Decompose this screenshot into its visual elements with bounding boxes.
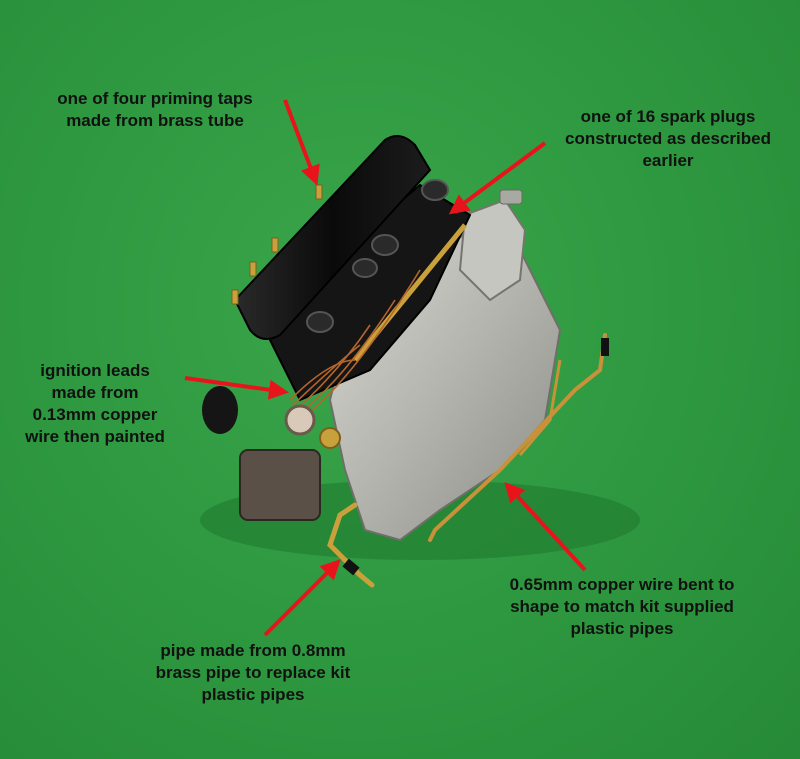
label-line: made from brass tube [66,111,244,130]
label-spark-plugs: one of 16 spark plugs constructed as des… [548,106,788,172]
label-ignition-leads: ignition leads made from 0.13mm copper w… [10,360,180,448]
label-line: brass pipe to replace kit [155,663,351,682]
arrow-spark-plugs [448,141,547,215]
cam-cover [233,135,432,340]
brass-pipe [327,502,375,588]
label-line: constructed as described [565,129,771,148]
copper-pipe [428,333,607,542]
front-shaft [499,189,523,205]
label-line: plastic pipes [201,685,305,704]
label-line: one of four priming taps [57,89,253,108]
label-line: one of 16 spark plugs [580,107,756,126]
exhaust-ports [306,179,449,333]
arrow-ignition-leads [184,376,289,400]
label-line: earlier [642,151,694,170]
label-line: wire then painted [25,427,165,446]
label-copper-wire: 0.65mm copper wire bent to shape to matc… [492,574,752,640]
arrow-brass-pipe [263,559,341,637]
cylinder-block [258,183,472,402]
magneto [202,386,341,521]
label-line: plastic pipes [570,619,674,638]
label-line: ignition leads [40,361,150,380]
arrow-copper-wire [504,482,587,572]
label-line: 0.65mm copper wire bent to [509,575,735,594]
label-brass-pipe: pipe made from 0.8mm brass pipe to repla… [128,640,378,706]
label-line: shape to match kit supplied [510,597,734,616]
ignition-rail [353,223,467,362]
priming-taps [231,184,323,305]
label-priming-taps: one of four priming taps made from brass… [40,88,270,132]
label-line: 0.13mm copper [32,405,158,424]
label-line: made from [51,383,139,402]
label-line: pipe made from 0.8mm [160,641,346,660]
ignition-leads [289,269,421,419]
arrow-priming-taps [283,99,320,186]
